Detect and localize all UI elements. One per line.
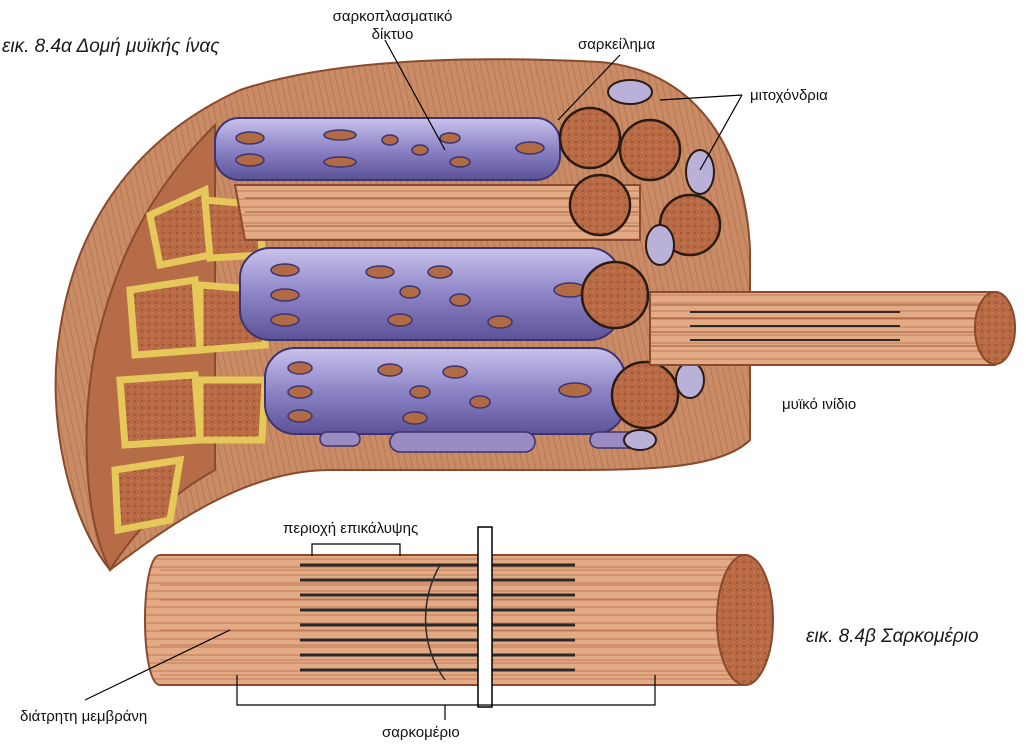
myofibril-protruding: [650, 292, 1015, 365]
label-sarcoplasmic-reticulum-line1: σαρκοπλασματικό: [305, 8, 480, 26]
label-mitochondria: μιτοχόνδρια: [750, 87, 828, 105]
label-overlap-region: περιοχή επικάλυψης: [283, 520, 418, 538]
muscle-fiber-diagram: [56, 40, 1015, 570]
label-sarcolemma: σαρκείλημα: [578, 36, 655, 54]
sarcomere-diagram: [85, 527, 773, 720]
sarcomere-cylinder: [145, 555, 769, 685]
label-sarcomere: σαρκομέριο: [382, 724, 460, 742]
reticulum-row-1: [215, 118, 560, 180]
figure-b-caption: εικ. 8.4β Σαρκομέριο: [806, 626, 979, 648]
m-line-plate: [478, 527, 492, 707]
label-myofibril: μυϊκό ινίδιο: [782, 396, 856, 414]
figure-a-caption: εικ. 8.4α Δομή μυϊκής ίνας: [2, 36, 219, 58]
reticulum-row-2: [240, 248, 620, 340]
label-perforated-membrane: διάτρητη μεμβράνη: [20, 708, 147, 726]
sarcomere-end: [717, 555, 773, 685]
label-sarcoplasmic-reticulum-line2: δίκτυο: [305, 26, 480, 44]
label-sarcoplasmic-reticulum: σαρκοπλασματικό δίκτυο: [305, 8, 480, 44]
